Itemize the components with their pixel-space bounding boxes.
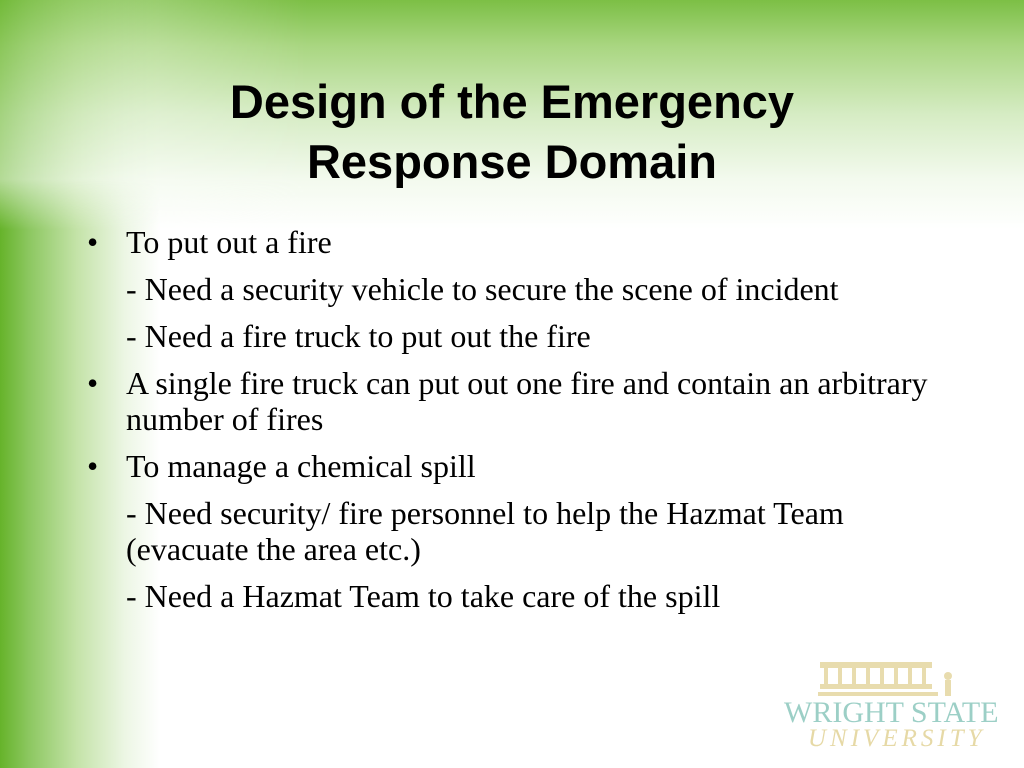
logo-line-2: UNIVERSITY	[808, 725, 986, 752]
sub-item: - Need a Hazmat Team to take care of the…	[126, 578, 721, 614]
slide-body: To put out a fire - Need a security vehi…	[85, 224, 945, 625]
logo-line-1: WRIGHT STATE	[784, 696, 999, 729]
slide-title-line-1: Design of the Emergency	[229, 75, 795, 128]
slide-title: Design of the Emergency Response Domain	[0, 72, 1024, 192]
bullet-item: To manage a chemical spill	[85, 448, 945, 484]
bullet-item: A single fire truck can put out one fire…	[85, 365, 945, 437]
sub-item: - Need a security vehicle to secure the …	[126, 271, 839, 307]
sub-item: - Need a fire truck to put out the fire	[126, 318, 591, 354]
building-icon	[818, 662, 952, 696]
background-green-gradient-top	[0, 0, 1024, 230]
sub-item: - Need security/ fire personnel to help …	[126, 495, 844, 567]
slide-title-line-2: Response Domain	[306, 135, 718, 188]
wright-state-logo: WRIGHT STATE UNIVERSITY	[784, 652, 1004, 752]
bullet-item: To put out a fire	[85, 224, 945, 260]
